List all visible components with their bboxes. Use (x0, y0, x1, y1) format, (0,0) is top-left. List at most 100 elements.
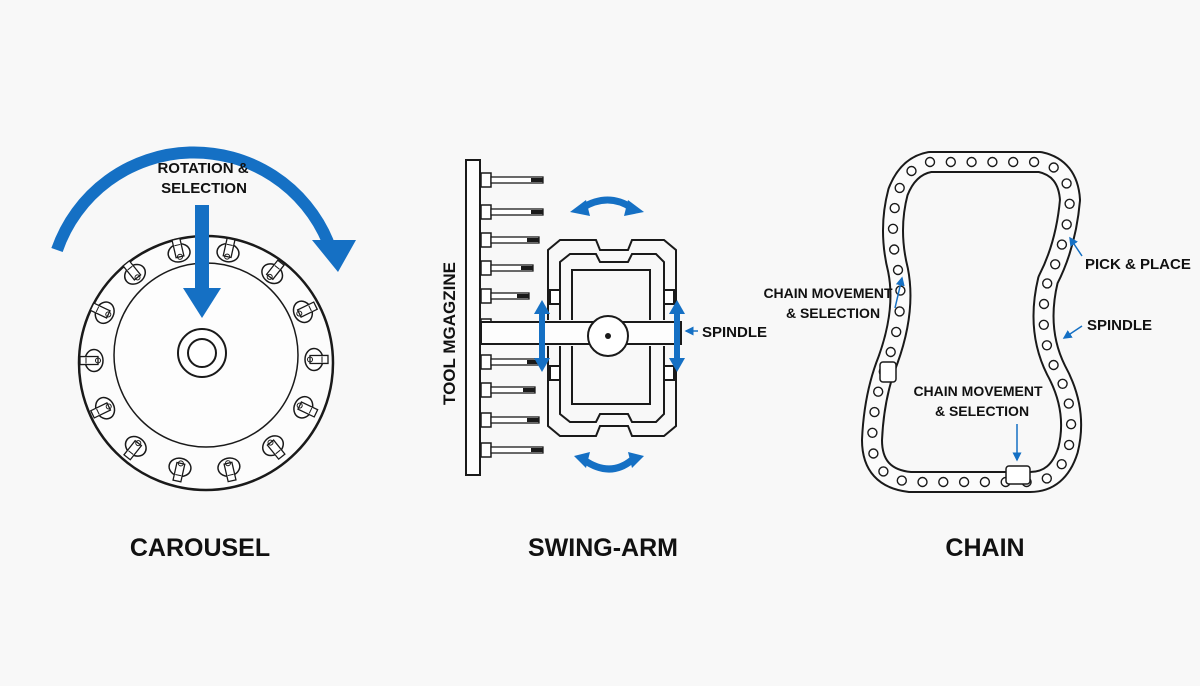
carousel-tool-holder (216, 237, 240, 263)
tool-magazine-label: TOOL MGAGZINE (440, 262, 459, 405)
pick-place-label: PICK & PLACE (1085, 256, 1191, 273)
chain-roller (889, 244, 900, 255)
carousel-tool-holder (168, 457, 192, 483)
chain-roller (896, 475, 907, 486)
magazine-tool (480, 260, 534, 276)
chain-movement-label-line1: CHAIN MOVEMENT (763, 285, 893, 301)
chain-roller (878, 466, 889, 477)
swing-arm-section: TOOL MGAGZINE (440, 159, 767, 562)
chain-roller (1048, 359, 1059, 371)
top-swing-arrowhead-left (570, 200, 590, 216)
chain-roller (885, 346, 896, 358)
left-vertical-arrows (534, 300, 550, 372)
chain-roller (1056, 459, 1067, 470)
chain-roller (869, 406, 880, 418)
chain-section: CHAIN MOVEMENT & SELECTION CHAIN MOVEMEN… (763, 151, 1191, 562)
bottom-swing-arrowhead-right (628, 452, 644, 468)
magazine-tool (480, 172, 544, 188)
tool-magazine-plate (465, 159, 481, 476)
carousel-tool-holder (79, 348, 104, 373)
center-movement-label-line1: CHAIN MOVEMENT (913, 383, 1043, 399)
chain-roller (889, 202, 900, 214)
chain-rollers (867, 156, 1077, 488)
chain-movement-label-line2: & SELECTION (786, 305, 880, 321)
chain-roller (917, 476, 928, 488)
chain-roller (1041, 473, 1053, 484)
pick-place-pointer (1069, 236, 1083, 257)
bottom-swing-arrow (582, 457, 635, 473)
swing-arm-title: SWING-ARM (528, 534, 678, 562)
selection-arrow-shaft (195, 205, 209, 290)
carousel-tool-holder (122, 259, 147, 285)
magazine-tool (480, 382, 536, 398)
carousel-tool-holder (167, 237, 191, 263)
chain-spindle-label: SPINDLE (1087, 317, 1152, 334)
carousel-tool-holder (261, 259, 285, 285)
chain-tool-pocket-left (879, 361, 897, 383)
rotation-arrowhead (312, 240, 356, 272)
top-swing-arrowhead-right (624, 200, 644, 216)
chain-roller (924, 156, 936, 168)
right-vertical-arrows (669, 300, 685, 372)
chain-roller (1064, 198, 1075, 210)
rotation-label-line2: SELECTION (161, 180, 247, 197)
chain-roller (1038, 298, 1050, 310)
magazine-tools (480, 172, 544, 458)
upper-gripper (547, 239, 677, 320)
chain-roller (891, 326, 902, 338)
top-swing-arrow (580, 196, 634, 212)
carousel-tool-holders (79, 237, 329, 483)
chain-title: CHAIN (945, 534, 1024, 562)
chain-roller (1061, 178, 1072, 189)
magazine-tool (480, 442, 544, 458)
chain-roller (868, 448, 879, 459)
chain-roller (945, 156, 956, 168)
carousel-tool-holder (261, 435, 286, 461)
rotation-label-line1: ROTATION & (157, 160, 248, 177)
magazine-tool (480, 204, 544, 220)
bottom-swing-arrowhead-left (574, 452, 590, 468)
chain-roller (958, 476, 970, 488)
carousel-section: ROTATION & SELECTION CAROUSEL (51, 146, 356, 562)
chain-roller (987, 156, 998, 168)
chain-roller (1063, 398, 1075, 409)
chain-roller (966, 156, 977, 168)
chain-roller (1048, 162, 1059, 173)
swing-arm-shaft (480, 321, 682, 345)
carousel-title: CAROUSEL (130, 534, 270, 562)
lower-gripper (547, 346, 677, 437)
carousel-tool-holder (89, 301, 115, 325)
magazine-tool (480, 354, 540, 370)
chain-roller (1041, 278, 1053, 289)
center-movement-label-line2: & SELECTION (935, 403, 1029, 419)
chain-roller (1061, 219, 1072, 230)
carousel-tool-holder (217, 457, 241, 483)
chain-roller (1056, 239, 1068, 250)
magazine-tool (480, 288, 530, 304)
chain-roller (1065, 419, 1077, 430)
chain-movement-pointer (894, 276, 905, 309)
chain-roller (938, 476, 949, 488)
carousel-tool-holder (304, 347, 329, 372)
chain-roller (873, 386, 884, 397)
chain-roller (906, 165, 917, 177)
chain-roller (979, 476, 991, 488)
chain-roller (894, 182, 905, 194)
carousel-tool-holder (89, 396, 116, 420)
chain-tool-pocket-bottom (1005, 465, 1031, 485)
chain-roller (894, 306, 905, 317)
chain-roller (1057, 378, 1068, 389)
chain-roller (1038, 319, 1050, 330)
carousel-hub-inner (187, 338, 217, 368)
carousel-tool-holder (123, 435, 147, 461)
pivot-center (605, 333, 611, 339)
chain-roller (887, 223, 899, 235)
chain-roller (1063, 439, 1075, 451)
chain-roller (1008, 156, 1019, 168)
magazine-tool (480, 412, 540, 428)
chain-roller (892, 264, 904, 276)
carousel-tool-holder (293, 395, 319, 419)
swing-arm-spindle-label: SPINDLE (702, 324, 767, 341)
chain-roller (1028, 156, 1040, 168)
